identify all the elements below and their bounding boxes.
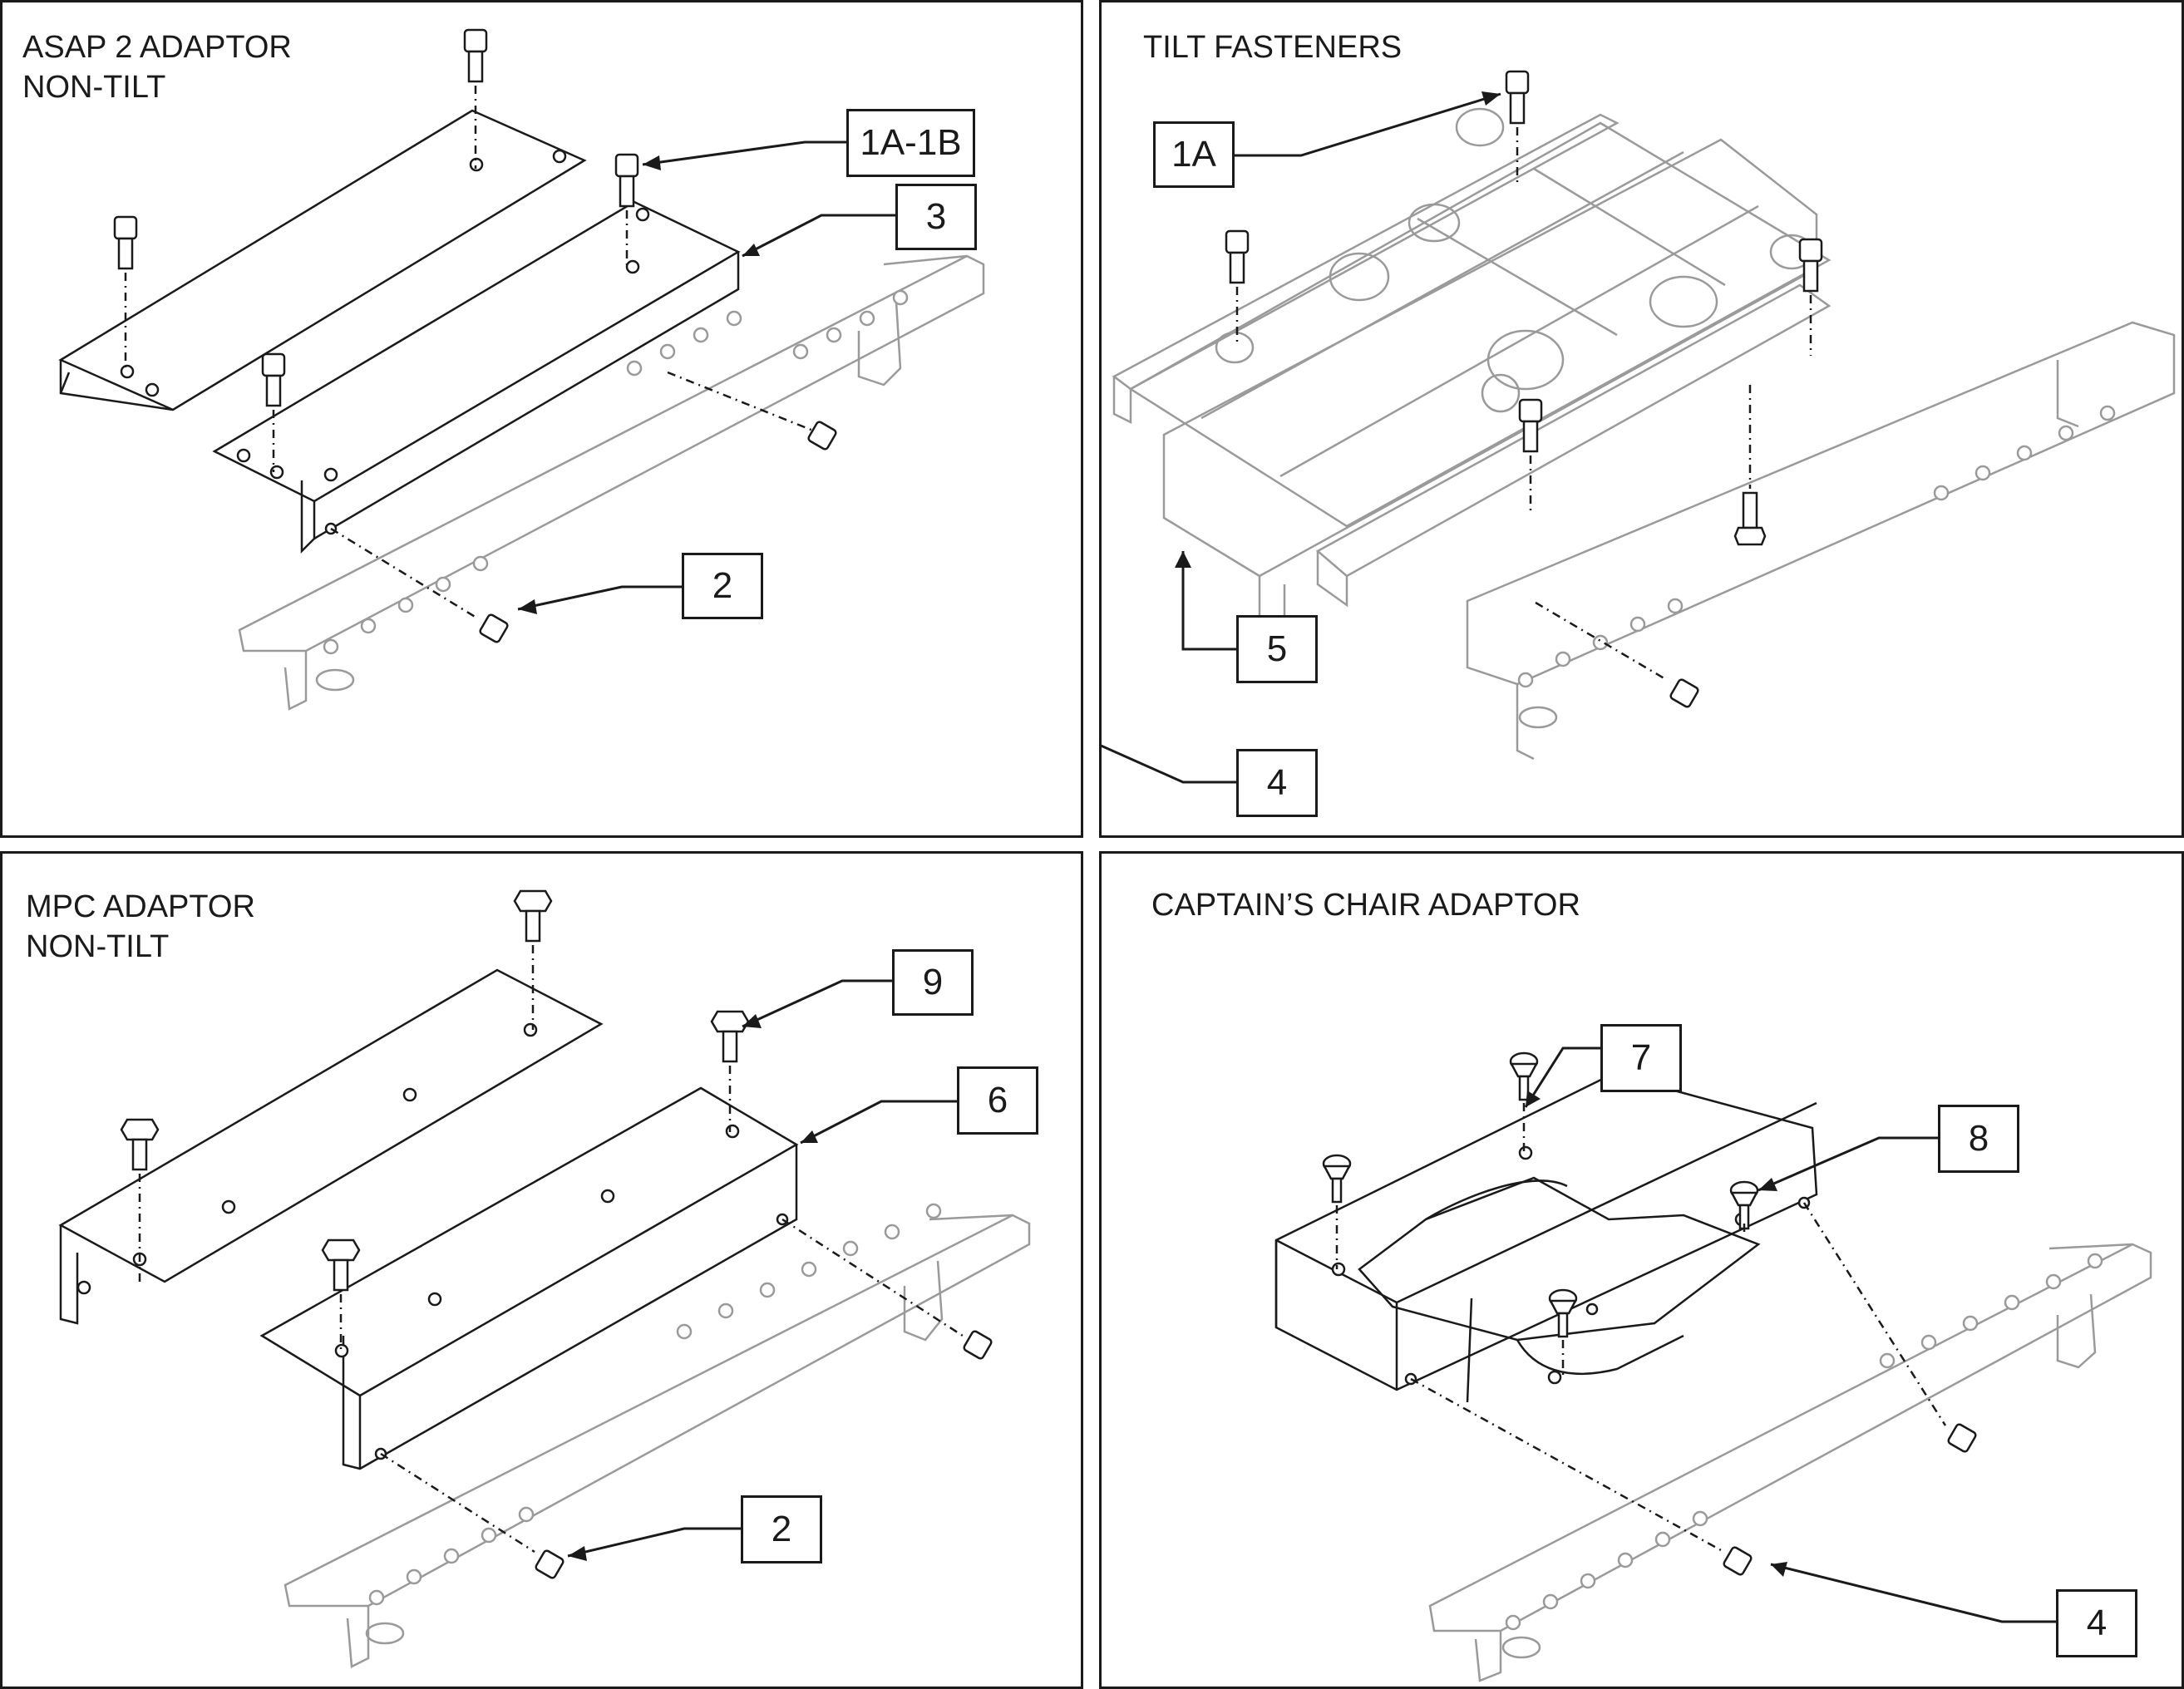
- mpc-leader-lines: [567, 979, 957, 1561]
- callout-6: 6: [957, 1066, 1038, 1135]
- callout-9: 9: [892, 949, 974, 1016]
- seat-rail: [238, 254, 985, 711]
- lower-l-bracket: [212, 200, 741, 554]
- panel-title: TILT FASTENERS: [1143, 30, 1403, 65]
- tilt-bolts: [1225, 70, 1823, 708]
- callout-2: 2: [682, 553, 763, 619]
- mpc-seat-rail: [283, 1203, 1031, 1668]
- captain-seat-rail: [1428, 1243, 2152, 1682]
- callout-3: 3: [895, 184, 977, 250]
- panel-captains-chair-adaptor: CAPTAIN’S CHAIR ADAPTOR: [1099, 851, 2184, 1689]
- callout-1a: 1A: [1153, 121, 1235, 188]
- bolts: [113, 28, 837, 643]
- mpc-bolts: [120, 889, 993, 1579]
- callout-4: 4: [1236, 749, 1318, 817]
- upper-l-bracket: [58, 109, 587, 411]
- tilt-drawing: [1102, 70, 2176, 784]
- captain-leader-lines: [1524, 1046, 2056, 1623]
- callout-7: 7: [1600, 1024, 1682, 1092]
- leader-lines: [517, 140, 898, 614]
- callout-5: 5: [1236, 615, 1318, 683]
- captain-screws: [1322, 1051, 1977, 1576]
- captain-box-adaptor: [1274, 1072, 1818, 1403]
- callout-1a-1b: 1A-1B: [846, 109, 975, 177]
- captain-drawing: [1274, 1046, 2152, 1682]
- callout-4: 4: [2056, 1589, 2137, 1657]
- callout-8: 8: [1938, 1105, 2019, 1173]
- callout-2: 2: [741, 1495, 822, 1563]
- mpc-drawing: [58, 889, 1031, 1668]
- panel-title: CAPTAIN’S CHAIR ADAPTOR: [1151, 888, 1580, 923]
- panel-tilt-fasteners: TILT FASTENERS: [1099, 0, 2184, 838]
- panel-title: ASAP 2 ADAPTOR NON-TILT: [22, 30, 292, 105]
- panel-mpc-adaptor: MPC ADAPTOR NON-TILT: [0, 851, 1083, 1689]
- panel-asap2-adaptor: ASAP 2 ADAPTOR NON-TILT: [0, 0, 1083, 838]
- asap2-drawing: [58, 28, 985, 711]
- tilt-leader-lines: [1102, 91, 1501, 784]
- panel-title: MPC ADAPTOR NON-TILT: [26, 889, 255, 964]
